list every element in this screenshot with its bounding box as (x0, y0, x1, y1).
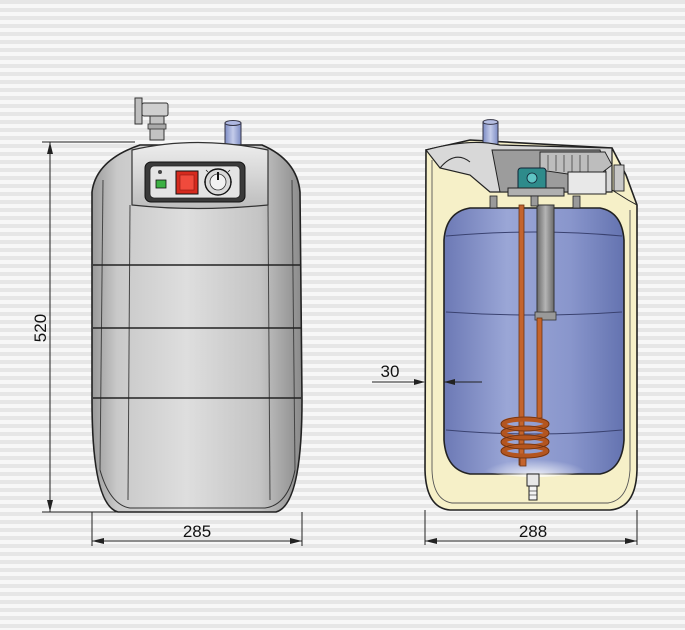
inner-tank (443, 207, 625, 475)
drain-fitting (526, 473, 540, 501)
left-bottom-rim (99, 469, 296, 509)
shell-inner-line (431, 160, 631, 504)
anode-rod (536, 204, 555, 316)
insulation-thickness-label: 30 (381, 362, 400, 381)
left-contour-lines (99, 179, 296, 501)
left-heater-exterior (91, 97, 303, 513)
control-panel (144, 161, 246, 203)
indicator-light (155, 179, 167, 189)
flange-bolts (489, 195, 581, 209)
height-dimension-label: 520 (31, 314, 50, 342)
left-bands (93, 264, 301, 399)
heating-element (500, 204, 550, 467)
inlet-pipe (224, 120, 242, 150)
right-heater-cutaway (424, 119, 638, 511)
top-cover-mechanism (424, 119, 638, 209)
tank-seams (445, 231, 623, 435)
dimension-lines (42, 141, 638, 546)
valve-fitting (134, 97, 169, 141)
right-width-dimension-label: 288 (519, 522, 547, 541)
left-width-dimension-label: 285 (183, 522, 211, 541)
